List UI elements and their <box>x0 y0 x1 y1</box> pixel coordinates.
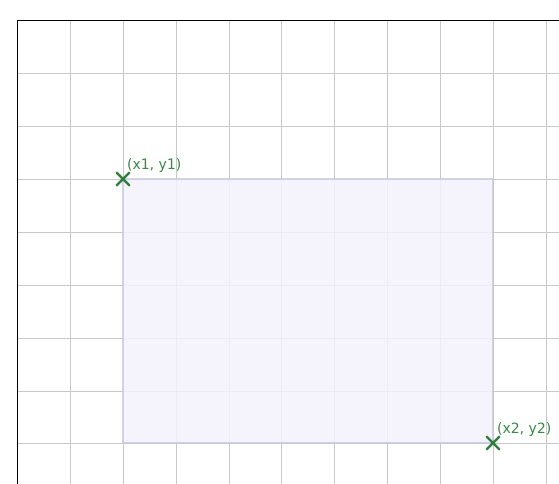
corner-2-marker-icon <box>485 435 501 451</box>
selection-rectangle <box>122 178 494 444</box>
corner-1-label: (x1, y1) <box>127 157 181 173</box>
corner-1-marker-icon <box>115 171 131 187</box>
corner-2-label: (x2, y2) <box>497 421 551 437</box>
